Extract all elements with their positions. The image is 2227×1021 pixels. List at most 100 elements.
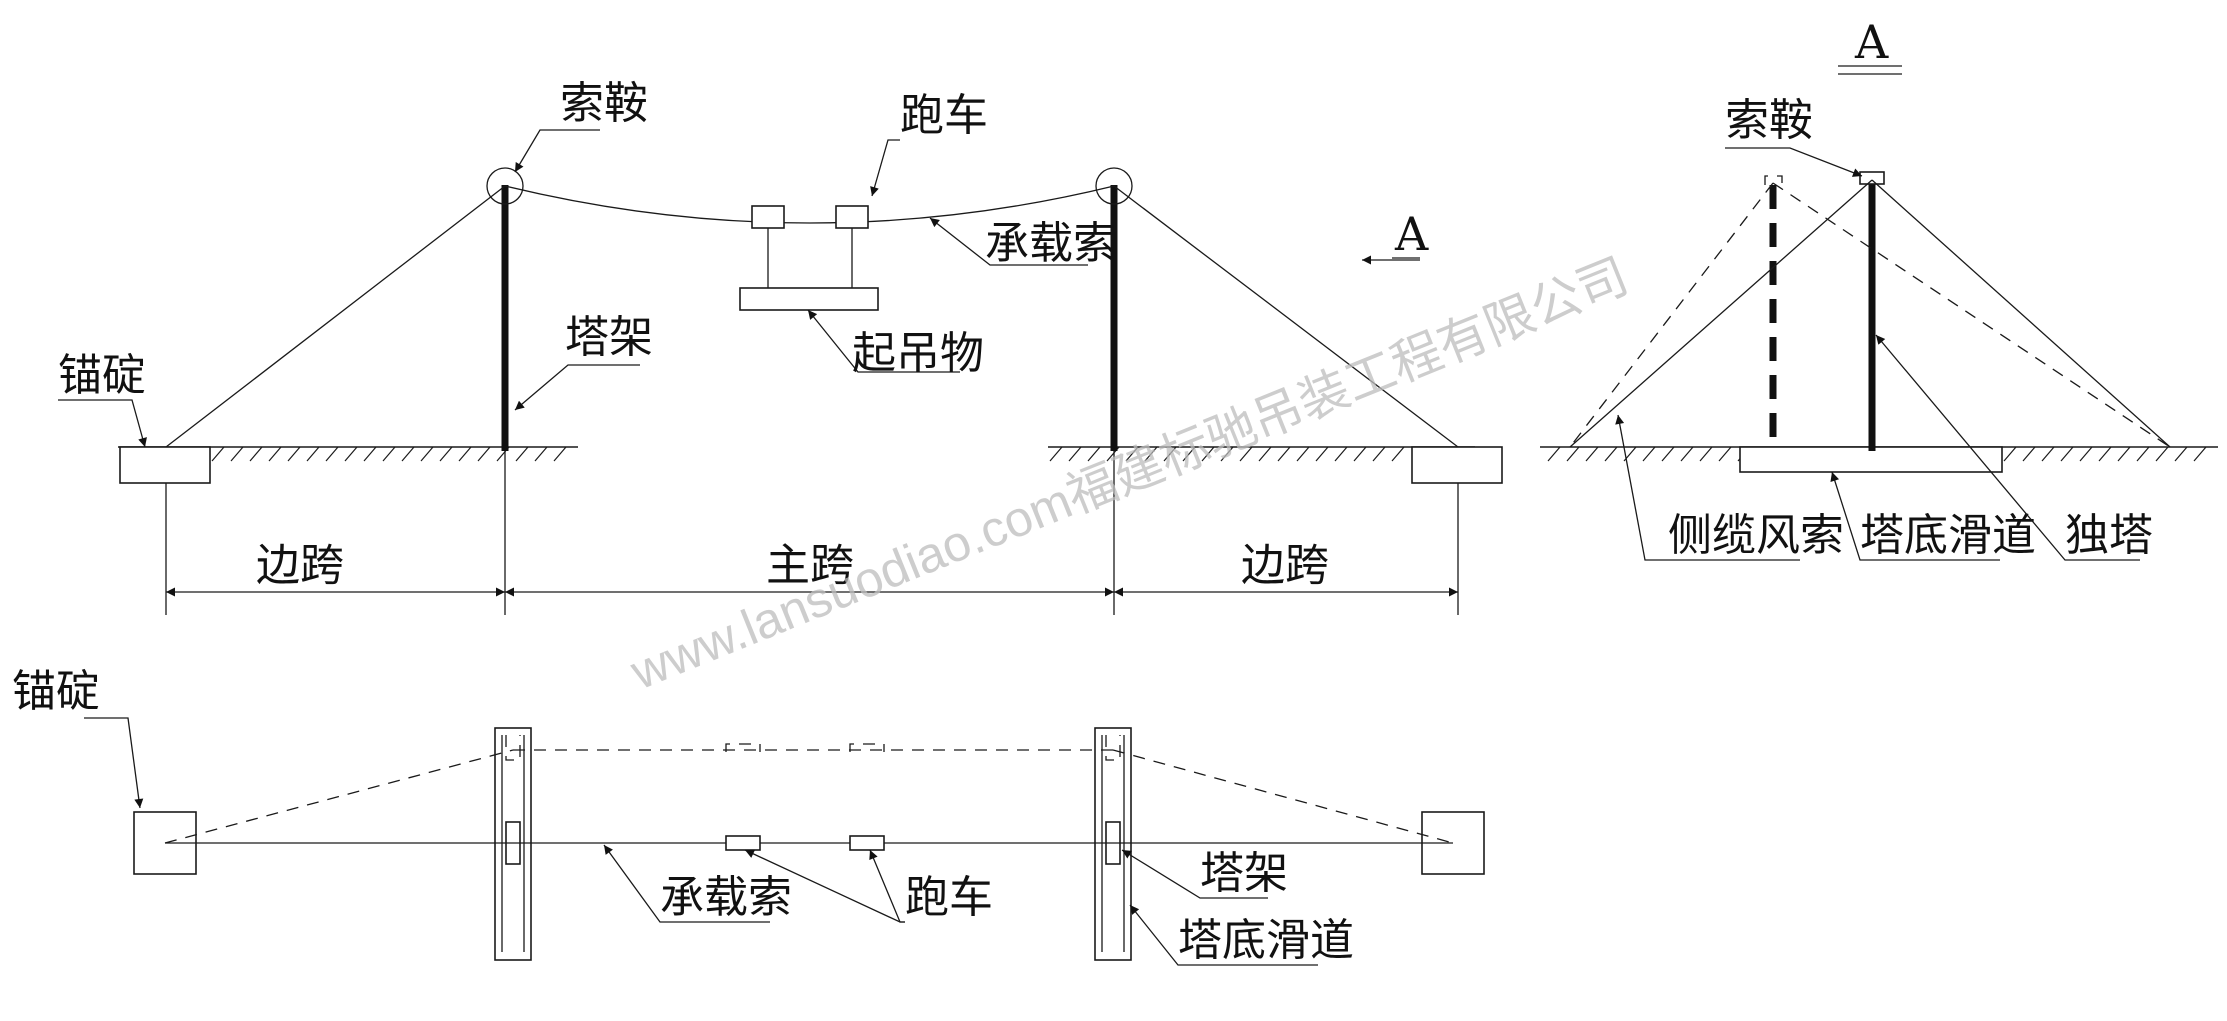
plan-trolley-left (725, 835, 761, 851)
plan-tower-right-alt (1105, 735, 1121, 761)
leader-trolley (870, 139, 900, 197)
trolley-label: 跑车 (900, 90, 988, 141)
ground-hatch (1258, 446, 1272, 462)
ground-hatch (2155, 446, 2169, 462)
ground-hatch (1125, 446, 1139, 462)
leader-single-tower (1875, 334, 2140, 561)
elevation-view: 边跨 主跨 边跨 索鞍 跑车 承载索 起吊物 塔架 锚碇 A (58, 78, 1503, 615)
plan-view: 锚碇 承载索 跑车 塔架 塔底滑道 (12, 666, 1485, 966)
plan-backstay-right-alt (1112, 749, 1454, 844)
base-slide-label: 塔底滑道 (1860, 510, 2036, 561)
leader-guy-cable (1615, 414, 1800, 561)
ground-hatch (2117, 446, 2131, 462)
anchor-label: 锚碇 (58, 350, 146, 401)
leader-plan-carrying-cable (603, 844, 770, 923)
backstay-left (165, 185, 506, 448)
ground-hatch (211, 446, 225, 462)
carrying-cable (504, 185, 1115, 224)
ground-hatch (1201, 446, 1215, 462)
guy-cable-label: 侧缆风索 (1668, 510, 1844, 561)
leader-tower (514, 364, 640, 411)
ground-hatch (1049, 446, 1063, 462)
ground-hatch (325, 446, 339, 462)
leader-anchor (58, 399, 147, 448)
ground-hatch (1087, 446, 1101, 462)
plan-base-slide-label: 塔底滑道 (1178, 915, 1354, 966)
anchor-block-left (119, 446, 211, 484)
side-span-label-left: 边跨 (256, 540, 344, 591)
plan-backstay-left-alt (164, 749, 514, 844)
section-saddle (1859, 171, 1885, 185)
ground-hatch (306, 446, 320, 462)
leader-plan-tower (1121, 849, 1268, 899)
ground-hatch (534, 446, 548, 462)
ground-hatch (1566, 446, 1580, 462)
ground-hatch (1372, 446, 1386, 462)
ground-hatch (2193, 446, 2207, 462)
ground-hatch (2022, 446, 2036, 462)
leader-plan-trolley-2 (869, 849, 905, 923)
ground-hatch (268, 446, 282, 462)
plan-trolley-right (849, 835, 885, 851)
tower-label: 塔架 (565, 312, 653, 363)
load-label: 起吊物 (852, 328, 984, 379)
ground-hatch (1277, 446, 1291, 462)
trolley-left (751, 205, 785, 229)
ground-hatch (1353, 446, 1367, 462)
guy-cable-left (1569, 179, 1873, 448)
section-saddle-alt (1764, 175, 1783, 185)
leader-saddle (514, 129, 600, 173)
ground-hatch (2003, 446, 2017, 462)
ground-hatch (1661, 446, 1675, 462)
ground-hatch (2041, 446, 2055, 462)
ground-hatch (2060, 446, 2074, 462)
guy-cable-right (1871, 179, 2171, 448)
section-marker-label: A (1394, 207, 1429, 261)
ground-hatch (1680, 446, 1694, 462)
ground-hatch (1163, 446, 1177, 462)
leader-load (807, 309, 960, 373)
ground-hatch (439, 446, 453, 462)
tower-base-slide (1739, 446, 2003, 473)
leader-carrying-cable (929, 217, 1088, 266)
ground-hatch (515, 446, 529, 462)
section-title: A (1854, 15, 1889, 69)
ground-hatch (401, 446, 415, 462)
leader-base-slide (1830, 471, 2000, 561)
dimension-lines (165, 451, 1459, 615)
ground-hatch (1391, 446, 1405, 462)
plan-trolley-label: 跑车 (905, 872, 993, 923)
leader-plan-base-slide (1129, 904, 1318, 966)
anchor-block-right (1411, 446, 1503, 484)
leader-section-saddle (1725, 147, 1863, 177)
ground-hatch (477, 446, 491, 462)
ground-hatch (1547, 446, 1561, 462)
ground-hatch (2174, 446, 2188, 462)
ground-hatch (1220, 446, 1234, 462)
guy-cable-left-alt (1569, 182, 1774, 448)
ground-hatch (2136, 446, 2150, 462)
plan-carrying-cable-label: 承载索 (660, 872, 792, 923)
guy-cable-right-alt (1772, 182, 2171, 448)
ground-hatch (420, 446, 434, 462)
saddle-label: 索鞍 (560, 78, 648, 129)
ground-hatch (1296, 446, 1310, 462)
trolley-right (835, 205, 869, 229)
ground-right (1048, 446, 1475, 462)
plan-anchor-label: 锚碇 (12, 666, 100, 717)
ground-hatch (1699, 446, 1713, 462)
ground-hatch (1068, 446, 1082, 462)
ground-hatch (363, 446, 377, 462)
section-saddle-label: 索鞍 (1725, 95, 1813, 146)
section-a-view: A 索鞍 侧缆风索 塔底滑道 独塔 (1540, 15, 2218, 561)
ground-hatch (1144, 446, 1158, 462)
ground-hatch (1334, 446, 1348, 462)
ground-hatch (2079, 446, 2093, 462)
plan-trolley-left-alt (725, 743, 761, 752)
ground-hatch (344, 446, 358, 462)
plan-tower-left-alt (505, 735, 521, 761)
saddle-left (486, 167, 524, 205)
ground-hatch (1718, 446, 1732, 462)
single-tower-label: 独塔 (2065, 510, 2153, 561)
